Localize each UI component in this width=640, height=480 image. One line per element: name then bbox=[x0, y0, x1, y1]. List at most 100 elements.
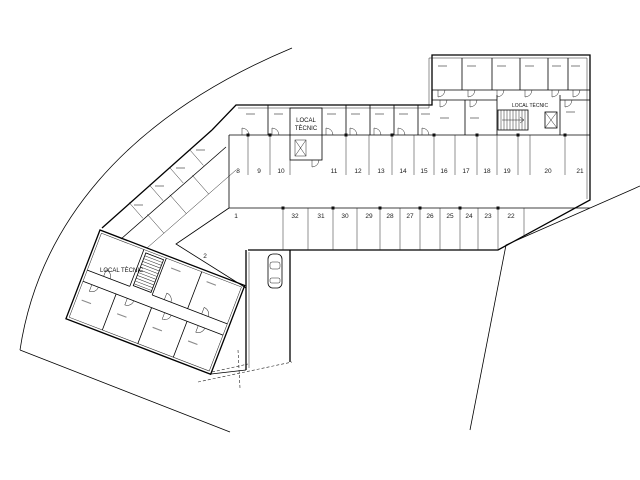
stair-step bbox=[143, 258, 162, 266]
south-block bbox=[65, 229, 246, 376]
parking-space-number: 10 bbox=[277, 168, 285, 175]
wing-parking-edge bbox=[146, 169, 237, 249]
door-swing bbox=[373, 127, 382, 136]
tower-lower-walls bbox=[432, 95, 590, 135]
south-block-stair bbox=[132, 252, 165, 293]
stair-step bbox=[133, 283, 152, 291]
parking-space-number: 21 bbox=[576, 168, 584, 175]
room-tag-mark bbox=[170, 267, 181, 273]
stair-step bbox=[141, 263, 160, 272]
door-swing bbox=[421, 127, 430, 136]
structural-pillar bbox=[268, 133, 272, 137]
door-swing bbox=[195, 325, 206, 333]
structural-pillar bbox=[246, 133, 250, 137]
parking-space-number: 26 bbox=[426, 213, 434, 220]
room-tag-mark bbox=[206, 281, 217, 286]
lift-shaft bbox=[544, 111, 558, 129]
parking-space-number: 20 bbox=[544, 168, 552, 175]
car-windshield bbox=[269, 261, 281, 270]
structural-pillar bbox=[378, 206, 382, 210]
door-swing bbox=[564, 99, 573, 108]
door-swing bbox=[572, 89, 581, 98]
technical-room-center-label-2: TÈCNIC bbox=[295, 125, 318, 132]
door-swing bbox=[89, 284, 99, 292]
door-swing bbox=[467, 89, 476, 98]
stair-step bbox=[144, 255, 163, 263]
room-tag-mark bbox=[187, 340, 198, 346]
wing-storage-line bbox=[120, 146, 227, 240]
site-edge-bottom bbox=[19, 349, 231, 433]
dashed-line bbox=[211, 363, 249, 373]
main-wing-outer-wall bbox=[211, 54, 591, 251]
door-swing bbox=[103, 269, 111, 279]
upper-parking-dividers bbox=[247, 135, 566, 175]
door-swing bbox=[124, 298, 135, 306]
structural-pillar bbox=[496, 206, 500, 210]
structural-pillar bbox=[475, 133, 479, 137]
technical-room-left-label: LOCAL TÈCNIC bbox=[100, 267, 144, 274]
structural-pillar bbox=[418, 206, 422, 210]
wing-aisle-edge bbox=[175, 207, 247, 289]
parking-space-number: 22 bbox=[507, 213, 515, 220]
room-tag-mark bbox=[116, 313, 127, 318]
stair-step bbox=[134, 280, 153, 288]
parking-space-number: 2 bbox=[203, 253, 207, 260]
structural-pillar bbox=[281, 206, 285, 210]
stair-step bbox=[136, 277, 154, 286]
stair-arrow bbox=[502, 116, 525, 124]
parking-space-number: 32 bbox=[291, 213, 299, 220]
parking-space-number: 16 bbox=[440, 168, 448, 175]
dashed-line bbox=[237, 349, 241, 389]
door-swing bbox=[524, 89, 533, 98]
structural-pillar bbox=[516, 133, 520, 137]
access-ramp bbox=[197, 250, 293, 389]
wing-outer-wall bbox=[101, 129, 213, 229]
dashed-line bbox=[197, 361, 293, 383]
parking-space-number: 13 bbox=[377, 168, 385, 175]
wing-storage-partitions bbox=[128, 149, 204, 219]
parking-space-number: 14 bbox=[399, 168, 407, 175]
tower-room-partitions bbox=[432, 58, 590, 91]
south-block-stair-steps bbox=[133, 255, 163, 291]
stair-step bbox=[137, 275, 156, 283]
parking-space-number: 15 bbox=[420, 168, 428, 175]
parking-space-number: 24 bbox=[465, 213, 473, 220]
parking-space-number: 29 bbox=[365, 213, 373, 220]
car-icon bbox=[267, 253, 283, 289]
door-swing bbox=[496, 89, 505, 98]
generated-details bbox=[134, 65, 581, 210]
parking-numbers: 8 9 10 11 12 13 14 15 16 17 18 19 20 21 … bbox=[203, 168, 584, 260]
parking-space-number: 28 bbox=[386, 213, 394, 220]
technical-room-center bbox=[289, 107, 323, 161]
south-block-doors bbox=[89, 269, 209, 333]
parking-space-number: 31 bbox=[317, 213, 325, 220]
lower-parking-dividers bbox=[282, 208, 525, 250]
lift-cross bbox=[544, 111, 558, 129]
door-swing bbox=[349, 127, 358, 136]
parking-space-number: 23 bbox=[484, 213, 492, 220]
main-wing: LOCAL TÈCNIC LOCAL TÈCNIC bbox=[211, 54, 591, 251]
ramp-bottom-edge bbox=[210, 369, 247, 375]
parking-space-number: 17 bbox=[462, 168, 470, 175]
structural-pillar bbox=[563, 133, 567, 137]
technical-equipment-box bbox=[294, 139, 307, 157]
main-wing-inner-wall bbox=[238, 57, 588, 199]
parking-space-number: 18 bbox=[483, 168, 491, 175]
site-curve bbox=[19, 47, 293, 351]
south-block-outer-wall bbox=[65, 229, 246, 376]
structural-pillar bbox=[331, 206, 335, 210]
structural-pillar bbox=[344, 133, 348, 137]
technical-room-right-label: LOCAL TÈCNIC bbox=[512, 102, 549, 109]
parking-space-number: 1 bbox=[234, 213, 238, 220]
parking-space-number: 8 bbox=[236, 168, 240, 175]
diagonal-wing bbox=[101, 129, 247, 289]
parking-space-number: 12 bbox=[354, 168, 362, 175]
structural-pillar bbox=[390, 133, 394, 137]
structural-pillar bbox=[458, 206, 462, 210]
stair-step bbox=[142, 261, 161, 269]
door-swing bbox=[397, 127, 406, 136]
technical-equipment-cross bbox=[294, 139, 307, 157]
wing-parking-dividers bbox=[147, 175, 209, 234]
